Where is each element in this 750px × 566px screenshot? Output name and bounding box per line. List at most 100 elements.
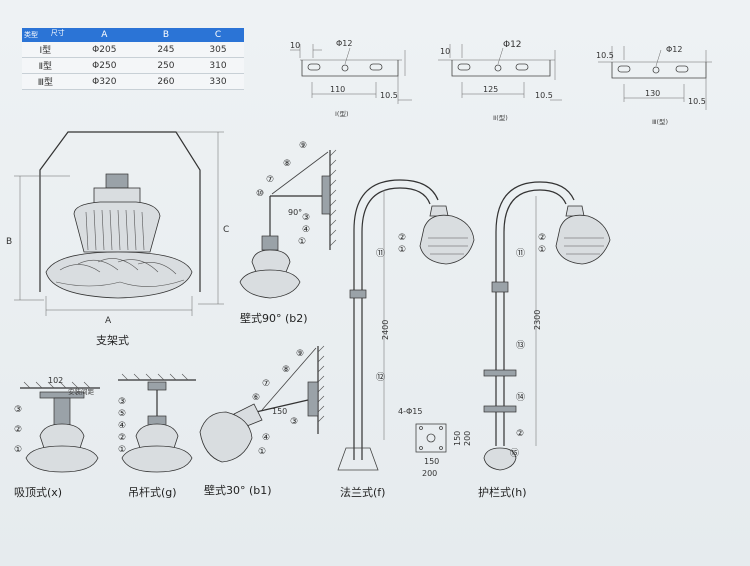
wall-90-caption: 壁式90° (b2) — [240, 311, 308, 325]
flange-height: 2400 — [381, 320, 390, 340]
bracket-3-hole: Φ12 — [666, 45, 682, 54]
column-header-c: C — [191, 28, 244, 42]
bracket-type-3: 10.5 Φ12 130 10.5 Ⅲ(型) — [596, 45, 712, 126]
flange-holes: 4-Φ15 — [398, 407, 422, 416]
callout-4b: ④ — [118, 421, 126, 431]
cell-a: Φ320 — [68, 73, 140, 90]
callout-13: ⑬ — [516, 340, 525, 351]
bracket-1-span: 110 — [330, 85, 345, 94]
callout-1e: ① — [118, 445, 126, 455]
ceiling-caption: 吸顶式(x) — [14, 486, 62, 499]
main-lamp-dim-a: A — [105, 316, 112, 326]
callout-2d: ② — [14, 425, 22, 435]
bracket-1-left-dim: 10 — [290, 41, 300, 50]
callout-9b: ⑨ — [296, 349, 304, 359]
callout-5: ⑤ — [118, 409, 126, 419]
callout-12: ⑫ — [376, 372, 385, 383]
callout-11a: ⑪ — [376, 248, 385, 259]
guardrail-height: 2300 — [533, 310, 542, 330]
callout-2b: ② — [516, 429, 524, 439]
callout-7: ⑦ — [266, 175, 274, 185]
callout-2e: ② — [118, 433, 126, 443]
bracket-1-hole: Φ12 — [336, 39, 352, 48]
dimension-table: 类型 尺寸 A B C Ⅰ型 Φ205 245 305 Ⅱ型 Φ250 250 … — [22, 28, 244, 90]
callouts: ⑨ ⑧ ⑦ ⑩ ③ ④ ① ⑪ ⑫ ② ① ⑪ ⑬ ⑭ ② ⑮ ② ① ③ ② … — [14, 141, 546, 459]
bracket-1-caption: Ⅰ(型) — [335, 109, 349, 118]
wall-90-angle: 90° — [288, 208, 302, 217]
cell-b: 245 — [139, 42, 192, 58]
table-row: Ⅰ型 Φ205 245 305 — [22, 42, 244, 58]
cell-type: Ⅲ型 — [22, 73, 69, 90]
table-corner-header: 类型 尺寸 — [22, 28, 69, 42]
bracket-type-1: 10 Φ12 110 10.5 Ⅰ(型) — [290, 39, 412, 118]
bracket-3-left-dim: 10.5 — [596, 51, 614, 60]
main-lamp-dim-b: B — [6, 237, 12, 247]
callout-4c: ④ — [262, 433, 270, 443]
callout-9: ⑨ — [299, 141, 307, 151]
wall-90-lamp: 90° 壁式90° (b2) — [239, 149, 337, 325]
column-header-b: B — [139, 28, 192, 42]
bracket-2-edge: 10.5 — [535, 91, 553, 100]
callout-8b: ⑧ — [282, 365, 290, 375]
column-header-a: A — [68, 28, 140, 42]
cell-c: 330 — [191, 73, 244, 90]
main-lamp-caption: 支架式 — [96, 334, 129, 347]
callout-2a: ② — [398, 233, 406, 243]
table-row: Ⅲ型 Φ320 260 330 — [22, 73, 244, 90]
ceiling-width: 102 — [48, 376, 63, 385]
bracket-3-caption: Ⅲ(型) — [652, 117, 668, 126]
cell-type: Ⅰ型 — [22, 42, 69, 58]
pendant-lamp: 吊杆式(g) — [118, 373, 196, 499]
callout-6: ⑥ — [252, 393, 260, 403]
main-bracket-lamp: A B C 支架式 — [6, 131, 229, 347]
ceiling-note: 安装间距 — [68, 387, 95, 396]
cell-type: Ⅱ型 — [22, 57, 69, 74]
callout-1c: ① — [538, 245, 546, 255]
cell-b: 250 — [139, 57, 192, 74]
flange-d2: 200 — [422, 469, 437, 478]
wall-30-caption: 壁式30° (b1) — [204, 483, 272, 497]
flange-d1: 150 — [424, 457, 439, 466]
bracket-2-caption: Ⅱ(型) — [493, 113, 508, 122]
ceiling-mount-lamp: 102 安装间距 吸顶式(x) — [14, 376, 100, 499]
bracket-2-left-dim: 10 — [440, 47, 450, 56]
callout-7b: ⑦ — [262, 379, 270, 389]
callout-11b: ⑪ — [516, 248, 525, 259]
callout-8: ⑧ — [283, 159, 291, 169]
bracket-2-span: 125 — [483, 85, 498, 94]
bracket-3-edge: 10.5 — [688, 97, 706, 106]
guardrail-caption: 护栏式(h) — [478, 485, 527, 499]
cell-a: Φ205 — [68, 42, 140, 58]
wall-30-dim: 150 — [272, 407, 287, 416]
flange-d4: 200 — [463, 431, 472, 446]
callout-3c: ③ — [118, 397, 126, 407]
bracket-2-hole: Φ12 — [503, 40, 522, 50]
cell-c: 305 — [191, 42, 244, 58]
guardrail-pole-lamp: 2300 护栏式(h) — [478, 181, 611, 499]
callout-1d: ① — [14, 445, 22, 455]
callout-2c: ② — [538, 233, 546, 243]
corner-label-size: 尺寸 — [50, 29, 65, 37]
callout-3b: ③ — [14, 405, 22, 415]
bracket-3-span: 130 — [645, 89, 660, 98]
callout-14: ⑭ — [516, 392, 525, 403]
callout-3d: ③ — [290, 417, 298, 427]
flange-pole-lamp: 2400 4-Φ15 150 200 150 200 法兰式(f) — [337, 179, 475, 499]
flange-d3: 150 — [453, 431, 462, 446]
callout-1a: ① — [298, 237, 306, 247]
corner-label-type: 类型 — [24, 31, 38, 39]
cell-b: 260 — [139, 73, 192, 90]
flange-caption: 法兰式(f) — [340, 485, 385, 499]
callout-1b: ① — [398, 245, 406, 255]
callout-3a: ③ — [302, 213, 310, 223]
cell-a: Φ250 — [68, 57, 140, 74]
table-row: Ⅱ型 Φ250 250 310 — [22, 57, 244, 74]
callout-4a: ④ — [302, 225, 310, 235]
wall-30-lamp: 150 壁式30° (b1) — [199, 345, 325, 497]
bracket-1-edge: 10.5 — [380, 91, 398, 100]
pendant-caption: 吊杆式(g) — [128, 485, 177, 499]
callout-10: ⑩ — [256, 189, 264, 199]
cell-c: 310 — [191, 57, 244, 74]
